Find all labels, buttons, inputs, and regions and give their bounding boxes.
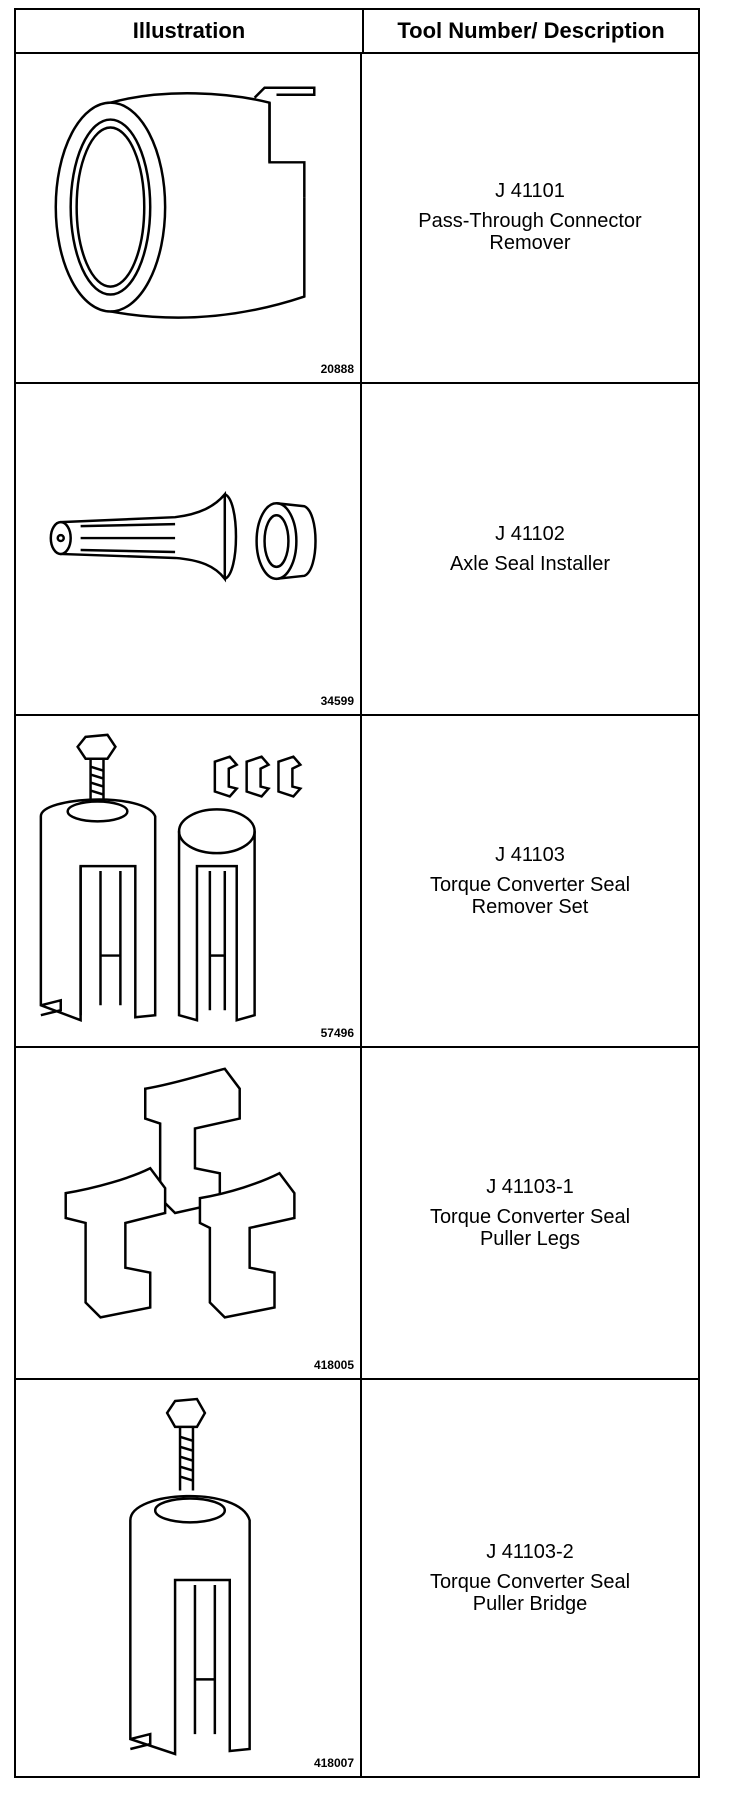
- figure-number: 20888: [320, 362, 354, 376]
- tool-description-cell: J 41101 Pass-Through Connector Remover: [362, 52, 698, 382]
- tool-description: Pass-Through Connector: [418, 210, 642, 232]
- tool-description: Torque Converter Seal: [429, 1206, 631, 1228]
- header-tool-number: Tool Number/ Description: [397, 18, 665, 43]
- puller-bridge-illustration: 418007: [16, 1380, 362, 1776]
- axle-seal-installer-illustration: 34599: [16, 384, 362, 714]
- figure-number: 418005: [313, 1358, 354, 1372]
- figure-number: 34599: [320, 694, 354, 708]
- tool-description: Torque Converter Seal: [429, 874, 631, 896]
- table-row: 20888 J 41101 Pass-Through Connector Rem…: [16, 52, 698, 384]
- table-row: 418007 J 41103-2 Torque Converter Seal P…: [16, 1380, 698, 1776]
- tool-number: J 41102: [495, 523, 565, 545]
- figure-number: 57496: [320, 1026, 354, 1040]
- tool-description: Puller Bridge: [472, 1593, 588, 1615]
- tool-number: J 41103: [495, 844, 565, 866]
- tool-description: Axle Seal Installer: [449, 553, 611, 575]
- figure-number: 418007: [313, 1756, 354, 1770]
- tool-description-cell: J 41103-2 Torque Converter Seal Puller B…: [362, 1380, 698, 1776]
- tool-description: Remover Set: [471, 896, 589, 918]
- table-header: Illustration Tool Number/ Description: [16, 10, 698, 54]
- puller-legs-illustration: 418005: [16, 1048, 362, 1378]
- tool-table: Illustration Tool Number/ Description 20…: [14, 8, 700, 1778]
- tool-description-cell: J 41102 Axle Seal Installer: [362, 384, 698, 714]
- header-illustration: Illustration: [16, 10, 364, 52]
- tool-description-cell: J 41103 Torque Converter Seal Remover Se…: [362, 716, 698, 1046]
- table-row: 57496 J 41103 Torque Converter Seal Remo…: [16, 716, 698, 1048]
- table-row: 418005 J 41103-1 Torque Converter Seal P…: [16, 1048, 698, 1380]
- pass-through-connector-remover-illustration: 20888: [16, 52, 362, 382]
- tool-description: Puller Legs: [479, 1228, 581, 1250]
- tool-description: Torque Converter Seal: [429, 1571, 631, 1593]
- tool-description: Remover: [489, 232, 571, 254]
- tool-number: J 41103-1: [486, 1176, 574, 1198]
- table-row: 34599 J 41102 Axle Seal Installer: [16, 384, 698, 716]
- tool-number: J 41101: [495, 180, 565, 202]
- tool-description-cell: J 41103-1 Torque Converter Seal Puller L…: [362, 1048, 698, 1378]
- tool-number: J 41103-2: [486, 1541, 574, 1563]
- seal-remover-set-illustration: 57496: [16, 716, 362, 1046]
